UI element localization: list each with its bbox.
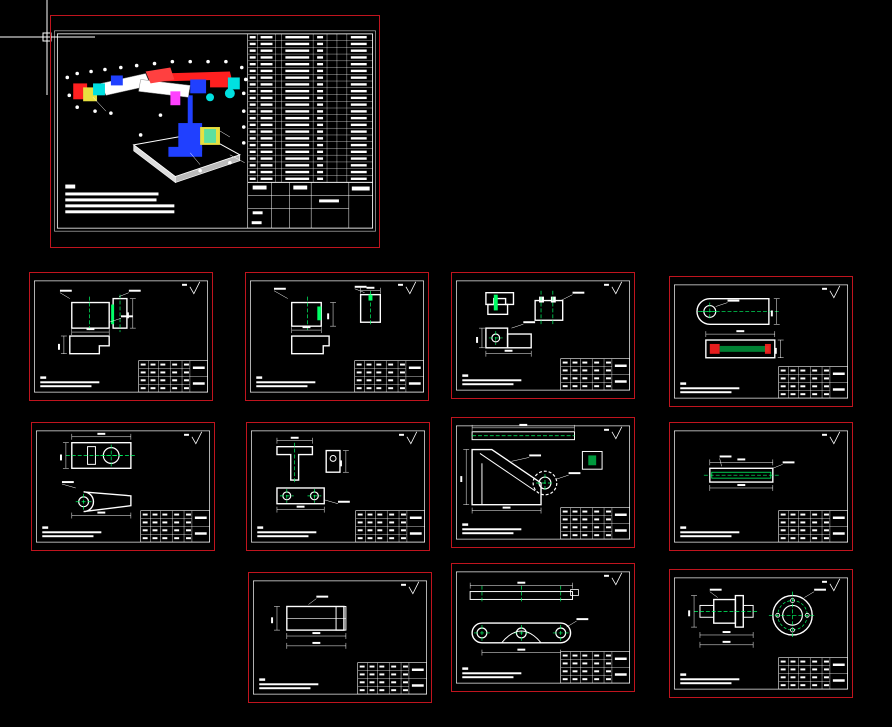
part-drawing-7[interactable] [451,417,635,548]
surface-roughness-icon [399,431,418,445]
title-block [138,360,208,393]
technical-notes [680,673,740,685]
title-block [355,510,425,543]
technical-notes [680,382,740,394]
title-block [357,662,427,695]
plate-bracket-canvas [34,280,208,393]
technical-notes [256,376,316,388]
surface-roughness-icon [604,572,623,586]
shaft-disk-view [688,588,826,648]
part-drawing-6[interactable] [246,422,430,551]
surface-roughness-icon [822,578,841,592]
plate-bracket-view [57,289,141,355]
robot-assembly-view [73,67,245,184]
part-drawing-9[interactable] [248,572,432,703]
technical-notes [462,374,522,386]
technical-notes [42,526,102,538]
part-balloons [65,59,248,173]
technical-notes [462,523,522,535]
surface-roughness-icon [604,426,623,440]
part-drawing-10[interactable] [451,563,635,692]
part-drawing-11[interactable] [669,569,853,698]
assembly-drawing-canvas [54,30,376,232]
surface-roughness-icon [398,281,417,295]
plate-bracket-b-canvas [250,280,424,393]
title-block [778,657,848,690]
surface-roughness-icon [822,431,841,445]
parts-list-table [247,33,373,183]
surface-roughness-icon [401,581,420,595]
fork-lever-view [59,432,135,519]
frame-bracket-canvas [455,423,631,540]
block-bar-canvas [252,580,428,695]
technical-notes [680,526,740,538]
part-drawing-2[interactable] [245,272,429,401]
part-drawing-5[interactable] [31,422,215,551]
surface-roughness-icon [182,281,201,295]
long-arm-view [469,581,589,656]
clamp-block-canvas [456,280,630,391]
surface-roughness-icon [604,281,623,295]
fork-lever-canvas [36,430,210,543]
frame-bracket-view [460,423,603,514]
tee-plate-view [276,436,350,513]
technical-notes [40,376,100,388]
link-arm-canvas [673,284,849,399]
title-block [560,507,630,540]
part-drawing-8[interactable] [669,422,853,551]
plate-bracket-b-view [273,285,382,355]
part-drawing-3[interactable] [451,272,635,399]
part-drawing-1[interactable] [29,272,213,401]
title-block [778,510,848,543]
shaft-disk-canvas [674,577,848,690]
link-arm-view [696,297,784,359]
technical-notes [257,526,317,538]
title-block [140,510,210,543]
technical-notes [65,184,175,214]
surface-roughness-icon [822,285,841,299]
title-block [560,358,630,391]
assembly-drawing[interactable] [50,15,380,248]
pin-rod-canvas [674,430,848,543]
technical-notes [259,678,319,690]
clamp-block-view [476,290,585,357]
title-block [247,182,373,229]
surface-roughness-icon [184,431,203,445]
tee-plate-canvas [251,430,425,543]
title-block [778,366,848,399]
block-bar-view [271,595,347,649]
long-arm-canvas [456,571,630,684]
technical-notes [462,667,522,679]
title-block [354,360,424,393]
part-drawing-4[interactable] [669,276,853,407]
title-block [560,651,630,684]
pin-rod-view [703,455,795,491]
